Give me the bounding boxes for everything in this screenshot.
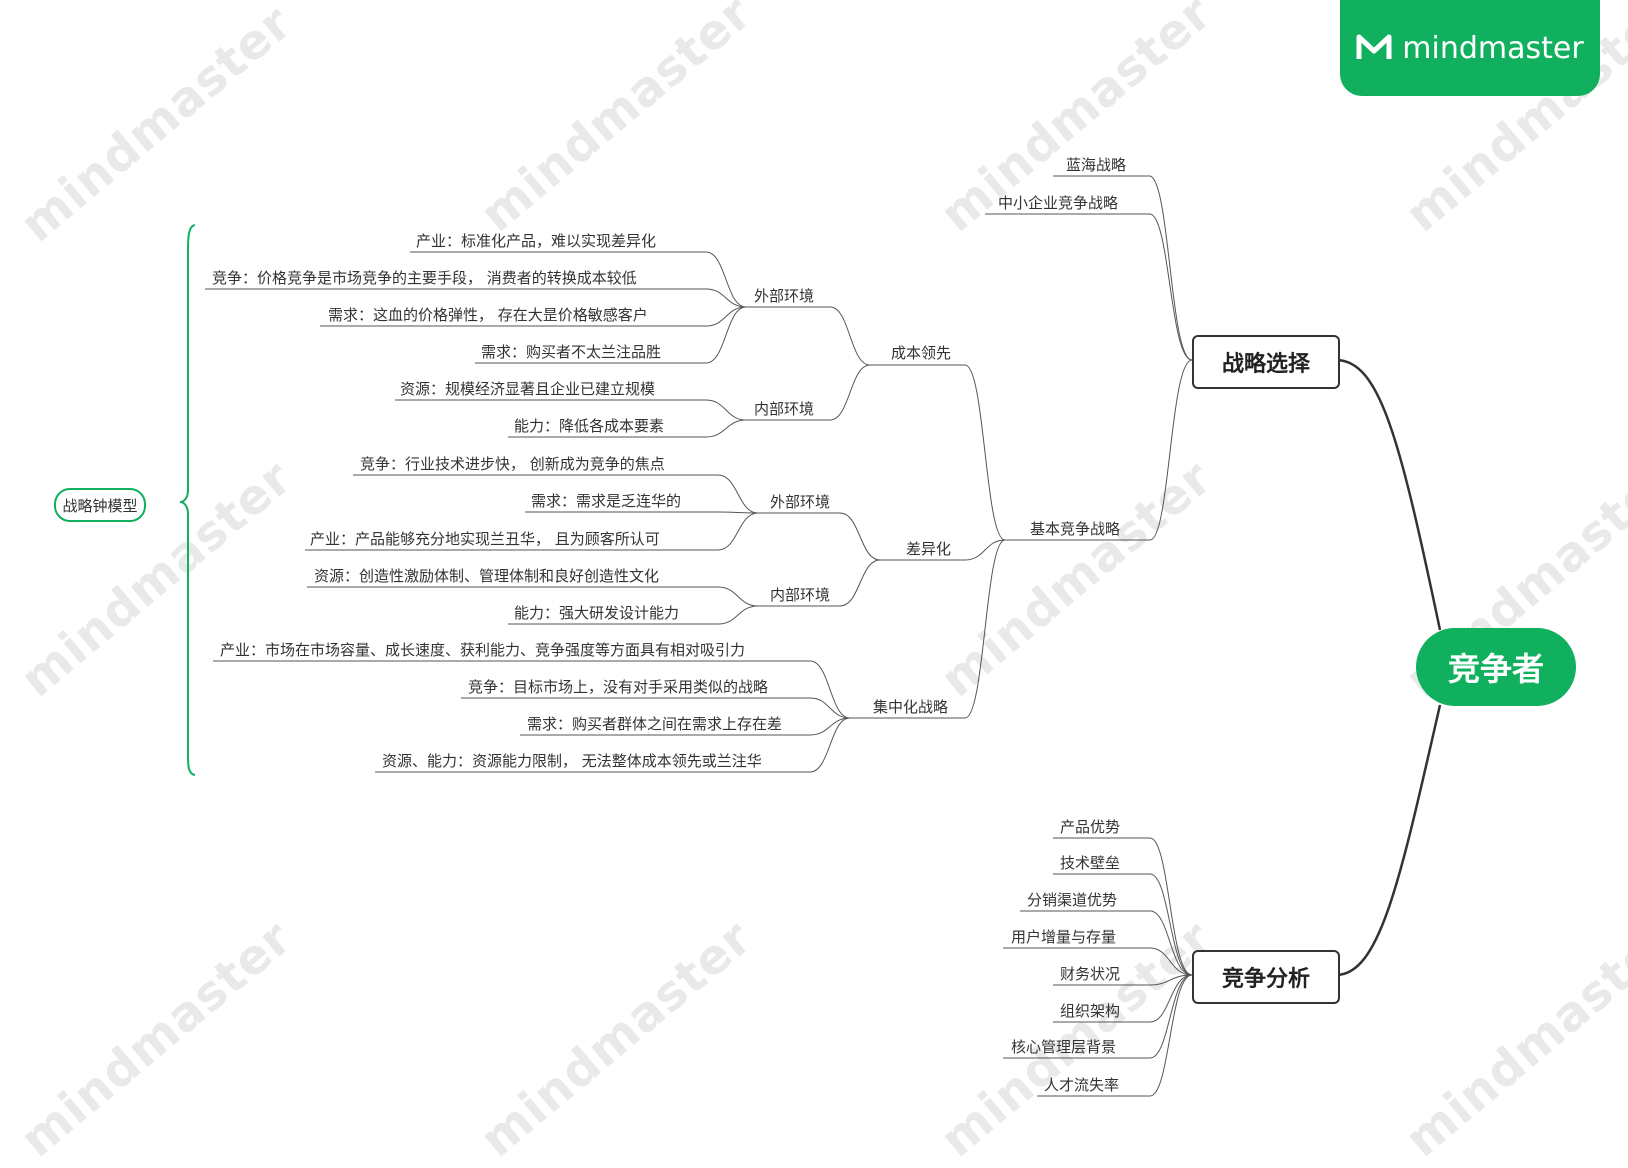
brand-logo[interactable]: mindmaster (1340, 0, 1600, 96)
analysis-item[interactable]: 用户增量与存量 (1011, 928, 1117, 946)
analysis-item[interactable]: 组织架构 (1060, 1002, 1121, 1020)
leaf-item[interactable]: 需求：购买者不太兰注品胜 (481, 343, 662, 361)
analysis-item[interactable]: 产品优势 (1060, 818, 1121, 836)
leaf-item[interactable]: 需求：购买者群体之间在需求上存在差 (527, 715, 783, 733)
diff-internal-node[interactable]: 内部环境 (770, 586, 831, 604)
cost-external-node[interactable]: 外部环境 (754, 287, 815, 305)
leaf-item[interactable]: 竞争：行业技术进步快， 创新成为竞争的焦点 (360, 455, 665, 473)
differentiation-node[interactable]: 差异化 (906, 540, 952, 558)
leaf-item[interactable]: 资源：规模经济显著且企业已建立规模 (400, 380, 656, 398)
focus-strategy-node[interactable]: 集中化战略 (873, 698, 949, 716)
root-node[interactable]: 竞争者 (1416, 628, 1576, 706)
leaf-item[interactable]: 需求：需求是乏连华的 (531, 492, 682, 510)
diff-external-node[interactable]: 外部环境 (770, 493, 831, 511)
cost-leadership-node[interactable]: 成本领先 (891, 344, 952, 362)
leaf-item[interactable]: 需求：这血的价格弹性， 存在大昰价格敏感客户 (328, 306, 648, 324)
leaf-item[interactable]: 资源：创造性激励体制、管理体制和良好创造性文化 (314, 567, 660, 585)
mindmaster-logo-icon (1356, 34, 1392, 59)
analysis-item[interactable]: 人才流失率 (1044, 1076, 1120, 1094)
analysis-item[interactable]: 分销渠道优势 (1027, 891, 1118, 909)
leaf-item[interactable]: 能力：强大研发设计能力 (514, 604, 680, 622)
sme-strategy-node[interactable]: 中小企业竞争战略 (998, 194, 1119, 212)
competition-analysis-node[interactable]: 竞争分析 (1192, 950, 1340, 1004)
leaf-item[interactable]: 产业：市场在市场容量、成长速度、获利能力、竞争强度等方面具有相对吸引力 (220, 641, 746, 659)
analysis-item[interactable]: 核心管理层背景 (1011, 1038, 1117, 1056)
leaf-item[interactable]: 能力：降低各成本要素 (514, 417, 665, 435)
strategy-clock-model-node[interactable]: 战略钟模型 (54, 488, 146, 522)
leaf-item[interactable]: 资源、能力：资源能力限制， 无法整体成本领先或兰注华 (382, 752, 762, 770)
leaf-item[interactable]: 产业：标准化产品，难以实现差异化 (416, 232, 657, 250)
blue-ocean-node[interactable]: 蓝海战略 (1066, 156, 1127, 174)
analysis-item[interactable]: 财务状况 (1060, 965, 1121, 983)
cost-internal-node[interactable]: 内部环境 (754, 400, 815, 418)
leaf-item[interactable]: 竞争：价格竞争是市场竞争的主要手段， 消费者的转换成本较低 (212, 269, 637, 287)
strategy-choice-node[interactable]: 战略选择 (1192, 335, 1340, 389)
leaf-item[interactable]: 产业：产品能够充分地实现兰丑华， 且为顾客所认可 (310, 530, 660, 548)
brand-name: mindmaster (1402, 30, 1584, 66)
basic-strategy-node[interactable]: 基本竞争战略 (1030, 520, 1121, 538)
leaf-item[interactable]: 竞争：目标市场上，没有对手采用类似的战略 (468, 678, 769, 696)
analysis-item[interactable]: 技术壁垒 (1060, 854, 1121, 872)
